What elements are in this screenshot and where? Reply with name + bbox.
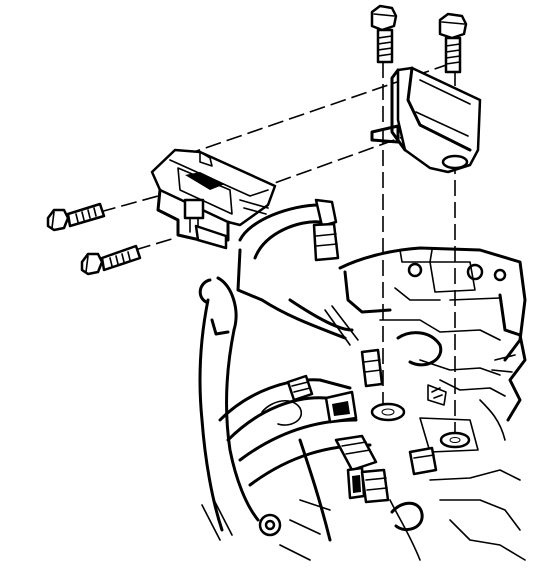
vacuum-hose xyxy=(236,198,340,302)
module-bolt-upper xyxy=(46,202,106,232)
bracket-bolt-left xyxy=(370,4,398,64)
ignition-module xyxy=(150,148,277,250)
module-bolt-lower xyxy=(80,244,142,276)
stud-right-base xyxy=(419,384,479,453)
mounting-bracket xyxy=(370,66,482,174)
electrical-connector xyxy=(324,390,438,504)
intake-manifold xyxy=(198,276,282,541)
stud-left-base xyxy=(360,348,406,422)
alignment-lines xyxy=(99,61,456,440)
lower-engine-details xyxy=(279,354,526,561)
engine-block xyxy=(338,246,527,422)
bracket-bolt-right xyxy=(438,12,468,74)
